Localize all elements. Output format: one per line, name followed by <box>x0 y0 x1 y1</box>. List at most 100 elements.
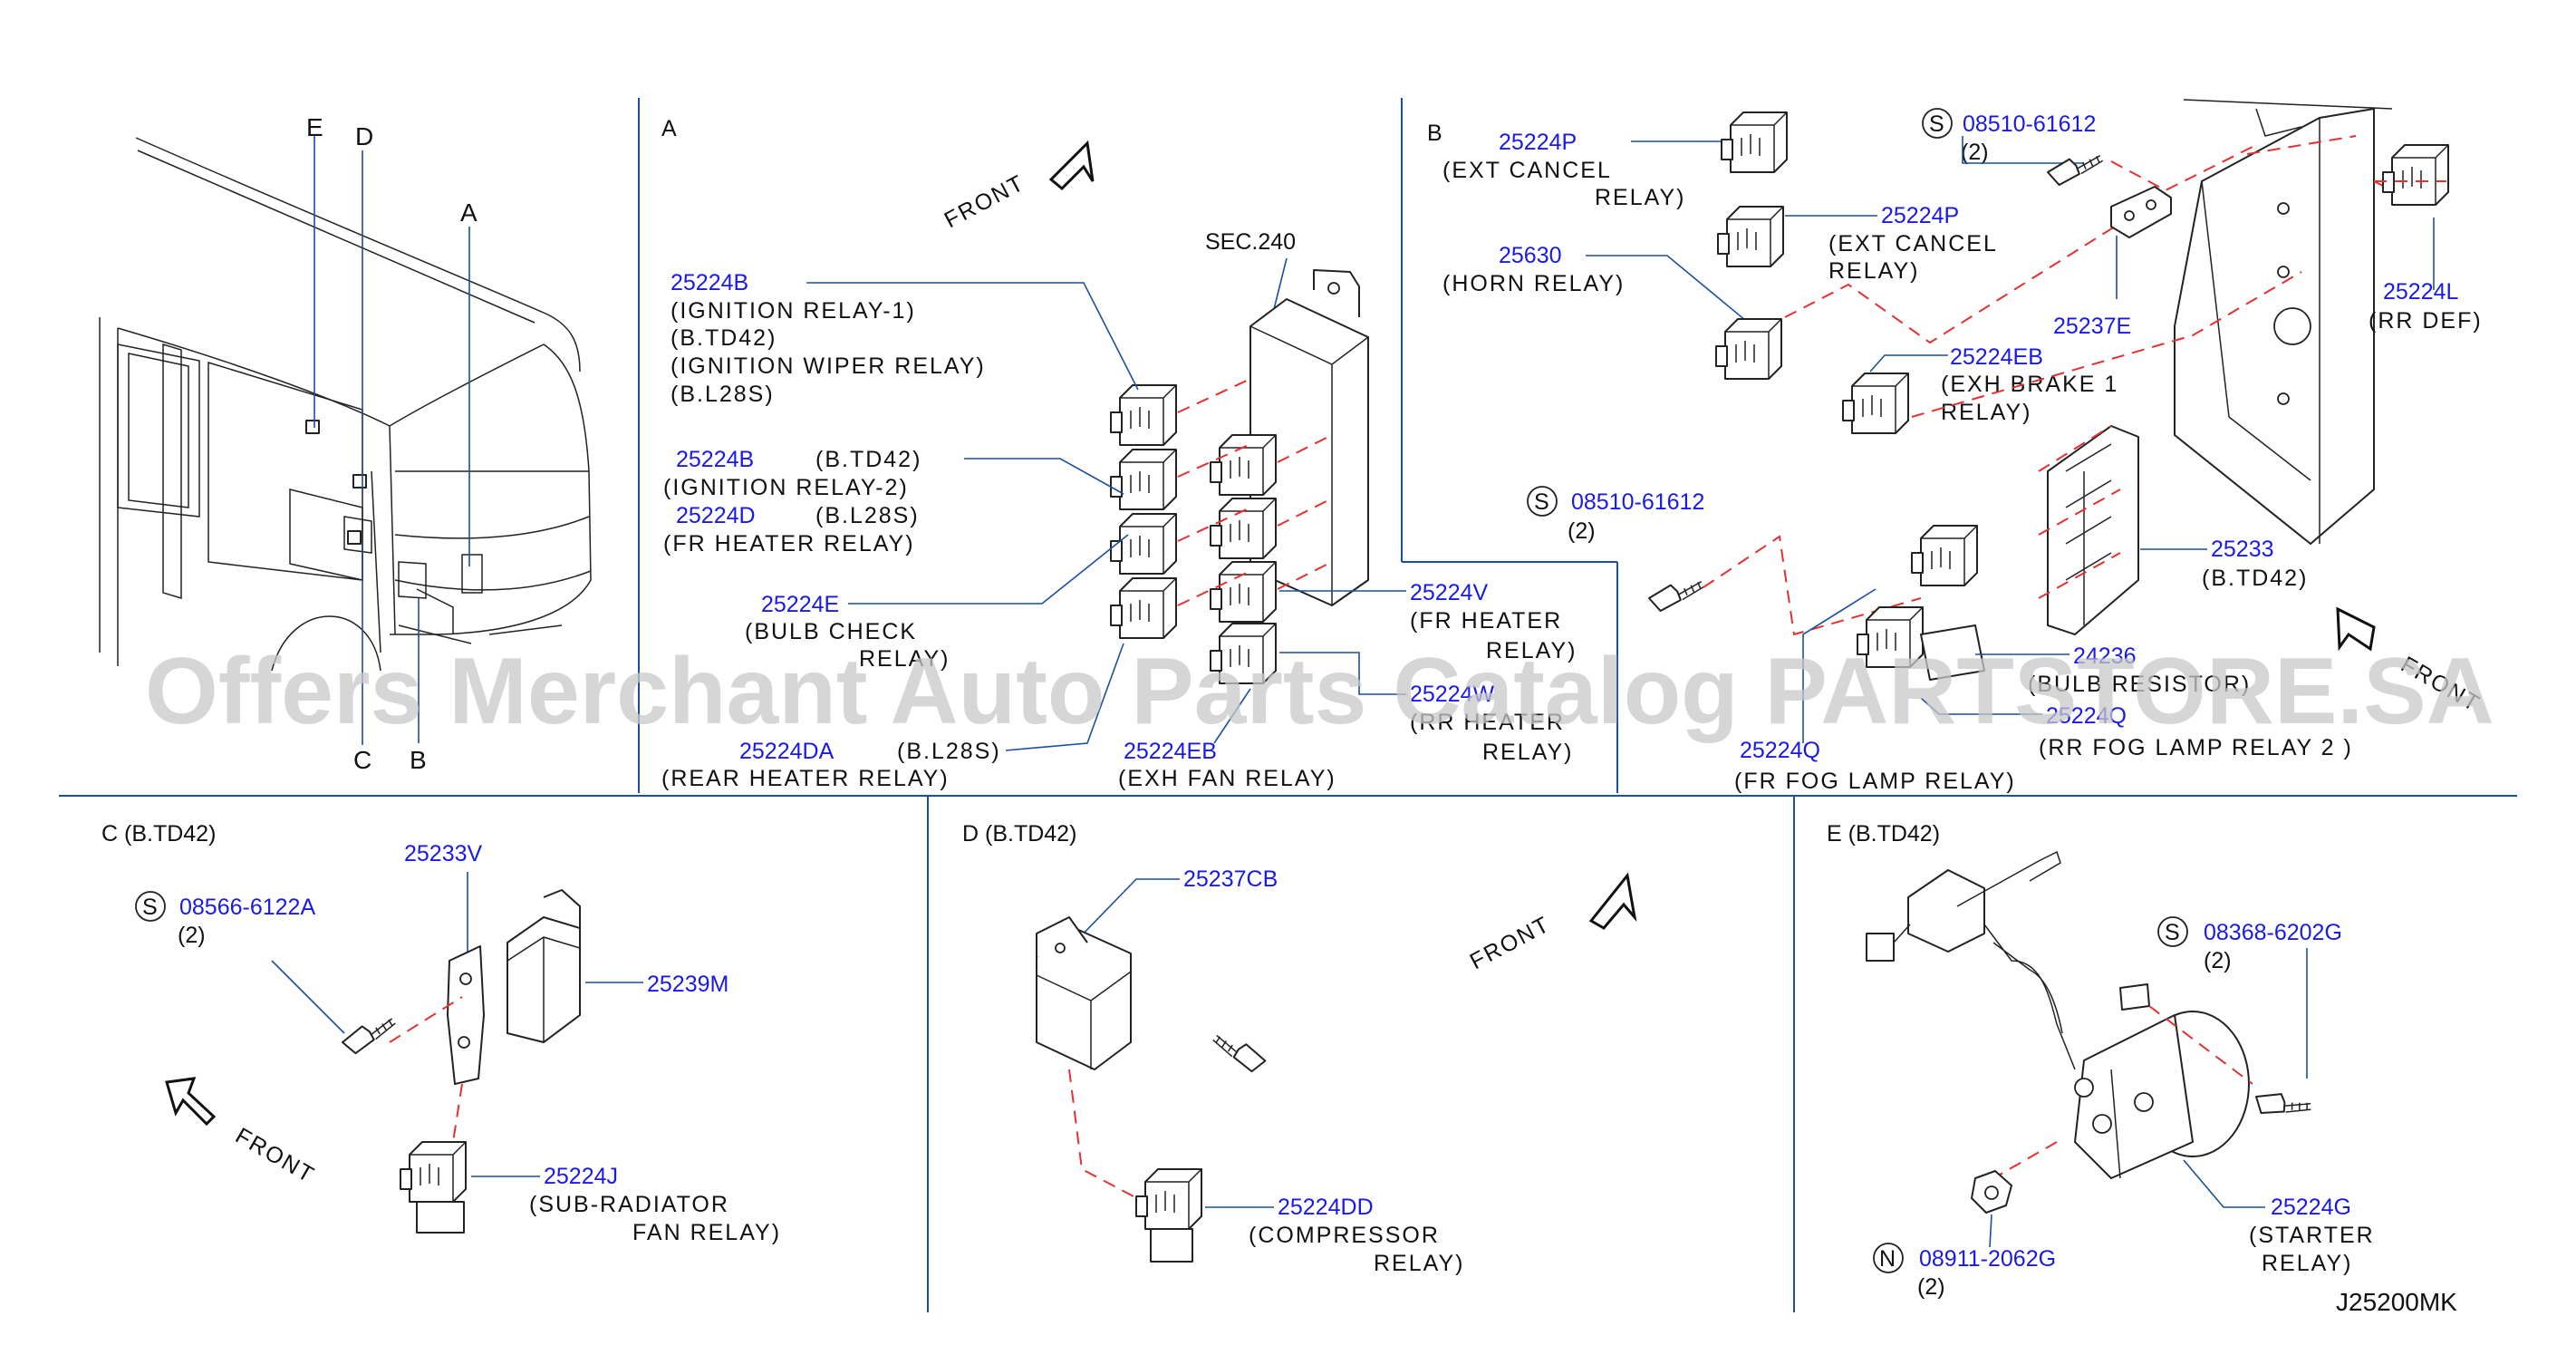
svg-text:(2): (2) <box>2204 948 2232 973</box>
label-25224Q-rr: 25224Q (RR FOG LAMP RELAY 2 ) <box>1920 697 2353 760</box>
section-c: C (B.TD42) 25233V S 08566-6122A (2) 2523… <box>101 821 779 1245</box>
svg-text:25224D: 25224D <box>676 503 756 528</box>
svg-text:(B.L28S): (B.L28S) <box>897 739 1001 764</box>
svg-text:(IGNITION RELAY-2): (IGNITION RELAY-2) <box>663 475 909 500</box>
svg-text:25224Q: 25224Q <box>2046 703 2127 729</box>
svg-text:(FR HEATER RELAY): (FR HEATER RELAY) <box>663 531 915 556</box>
svg-text:(HORN RELAY): (HORN RELAY) <box>1442 271 1625 296</box>
label-25224P-1: 25224P (EXT CANCEL RELAY) <box>1442 130 1725 210</box>
label-25224B-1: 25224B (IGNITION RELAY-1) (B.TD42) (IGNI… <box>671 270 1139 407</box>
svg-text:(2): (2) <box>1568 518 1596 544</box>
svg-text:25224B: 25224B <box>676 447 754 472</box>
label-24236: 24236 (BULB RESISTOR) <box>1975 643 2249 697</box>
svg-text:(EXH BRAKE 1: (EXH BRAKE 1 <box>1941 372 2118 397</box>
svg-text:(B.TD42): (B.TD42) <box>2202 566 2308 591</box>
svg-text:24236: 24236 <box>2073 643 2137 669</box>
svg-text:25224DD: 25224DD <box>1278 1195 1374 1220</box>
svg-text:RELAY): RELAY) <box>1374 1251 1464 1276</box>
svg-text:(EXH FAN RELAY): (EXH FAN RELAY) <box>1118 766 1336 791</box>
svg-text:25630: 25630 <box>1499 243 1562 268</box>
callout-C: C <box>353 746 371 774</box>
svg-text:S: S <box>1534 489 1549 515</box>
svg-text:S: S <box>142 895 158 920</box>
svg-text:(2): (2) <box>1961 140 1989 165</box>
section-e: E (B.TD42) S 08368-6202G (2) 2522 <box>1827 821 2457 1316</box>
svg-text:25224EB: 25224EB <box>1124 739 1217 764</box>
svg-text:(BULB CHECK: (BULB CHECK <box>745 619 917 644</box>
label-25224B-2: 25224B (B.TD42) (IGNITION RELAY-2) <box>663 447 1124 500</box>
svg-text:N: N <box>1879 1246 1896 1272</box>
watermark: Offers Merchant Auto Parts Catalog PARTS… <box>145 639 2494 744</box>
label-08566: S 08566-6122A (2) <box>135 891 345 1034</box>
label-08911: N 08911-2062G (2) <box>1873 1214 2056 1300</box>
svg-text:(2): (2) <box>1917 1274 1945 1300</box>
label-25630: 25630 (HORN RELAY) <box>1442 243 1762 334</box>
svg-text:25224P: 25224P <box>1499 130 1577 155</box>
label-25224DD: 25224DD (COMPRESSOR RELAY) <box>1205 1195 1464 1276</box>
section-b: B 25224P (EXT CANCEL RELAY) 25224P (EXT … <box>1427 99 2484 794</box>
svg-text:25224EB: 25224EB <box>1950 344 2043 370</box>
svg-text:(COMPRESSOR: (COMPRESSOR <box>1249 1223 1440 1248</box>
svg-text:25224DA: 25224DA <box>739 739 835 764</box>
svg-text:08566-6122A: 08566-6122A <box>179 895 315 920</box>
svg-text:25224B: 25224B <box>671 270 748 295</box>
section-d-label: D (B.TD42) <box>962 821 1076 847</box>
svg-text:(REAR HEATER RELAY): (REAR HEATER RELAY) <box>661 766 950 791</box>
svg-text:(B.TD42): (B.TD42) <box>815 447 921 472</box>
front-arrow-a: FRONT <box>941 140 1095 233</box>
svg-text:(RR FOG LAMP RELAY 2 ): (RR FOG LAMP RELAY 2 ) <box>2039 735 2353 760</box>
svg-text:(EXT CANCEL: (EXT CANCEL <box>1828 231 1998 256</box>
svg-text:(RR DEF): (RR DEF) <box>2369 308 2483 334</box>
section-a: A FRONT SEC.240 25224B (IGNITION RELAY-1 <box>661 116 1575 791</box>
callout-E: E <box>306 113 323 141</box>
label-25233V: 25233V <box>404 841 483 952</box>
svg-text:RELAY): RELAY) <box>2262 1251 2352 1276</box>
svg-text:08368-6202G: 08368-6202G <box>2204 920 2342 945</box>
label-25224V: 25224V (FR HEATER RELAY) <box>1279 580 1575 663</box>
svg-text:(B.L28S): (B.L28S) <box>815 503 920 528</box>
svg-text:08510-61612: 08510-61612 <box>1571 489 1704 515</box>
sec-240-label: SEC.240 <box>1205 229 1296 255</box>
truck-overview-illustration: E D A C B <box>99 113 592 774</box>
label-25224L: 25224L (RR DEF) <box>2369 218 2483 334</box>
callout-A: A <box>460 198 478 227</box>
label-25224EB-b: 25224EB (EXH BRAKE 1 RELAY) <box>1869 344 2118 425</box>
label-25237E: 25237E <box>2053 236 2131 339</box>
svg-text:(IGNITION RELAY-1): (IGNITION RELAY-1) <box>671 298 916 324</box>
svg-text:(FR FOG LAMP RELAY): (FR FOG LAMP RELAY) <box>1734 769 2016 794</box>
svg-text:25224W: 25224W <box>1410 682 1495 707</box>
front-arrow-c: FRONT <box>165 1077 319 1188</box>
front-label-c: FRONT <box>231 1123 319 1188</box>
svg-text:25233V: 25233V <box>404 841 483 866</box>
callout-D: D <box>355 122 373 150</box>
svg-text:25224P: 25224P <box>1881 203 1959 228</box>
label-08368: S 08368-6202G (2) <box>2157 916 2342 1079</box>
callout-B: B <box>410 746 427 774</box>
label-25224W: 25224W (RR HEATER RELAY) <box>1279 652 1571 765</box>
front-label-a: FRONT <box>941 169 1029 233</box>
svg-text:08510-61612: 08510-61612 <box>1963 111 2096 137</box>
section-c-label: C (B.TD42) <box>101 821 216 847</box>
svg-text:25237CB: 25237CB <box>1183 866 1278 892</box>
section-dividers <box>59 98 2517 1312</box>
svg-text:RELAY): RELAY) <box>1941 400 2031 425</box>
label-25239M: 25239M <box>585 972 728 997</box>
label-25224E: 25224E (BULB CHECK RELAY) <box>745 534 1129 672</box>
svg-text:RELAY): RELAY) <box>1595 185 1685 210</box>
svg-text:(FR HEATER: (FR HEATER <box>1410 608 1562 634</box>
svg-text:(SUB-RADIATOR: (SUB-RADIATOR <box>529 1192 729 1217</box>
svg-text:25224V: 25224V <box>1410 580 1489 605</box>
svg-text:(B.TD42): (B.TD42) <box>671 325 777 351</box>
svg-text:25239M: 25239M <box>647 972 728 997</box>
section-e-label: E (B.TD42) <box>1827 821 1940 847</box>
svg-text:(B.L28S): (B.L28S) <box>671 382 775 407</box>
label-25233: 25233 (B.TD42) <box>2140 537 2308 591</box>
svg-text:25224L: 25224L <box>2383 279 2459 305</box>
svg-text:25224E: 25224E <box>761 592 839 617</box>
label-25224J: 25224J (SUB-RADIATOR FAN RELAY) <box>471 1164 779 1245</box>
svg-text:(IGNITION WIPER RELAY): (IGNITION WIPER RELAY) <box>671 353 986 379</box>
diagram-reference: J25200MK <box>2336 1288 2457 1316</box>
label-08510-mid: S 08510-61612 (2) <box>1527 486 1704 544</box>
label-25224G: 25224G (STARTER RELAY) <box>2183 1159 2373 1276</box>
svg-text:25233: 25233 <box>2211 537 2274 562</box>
